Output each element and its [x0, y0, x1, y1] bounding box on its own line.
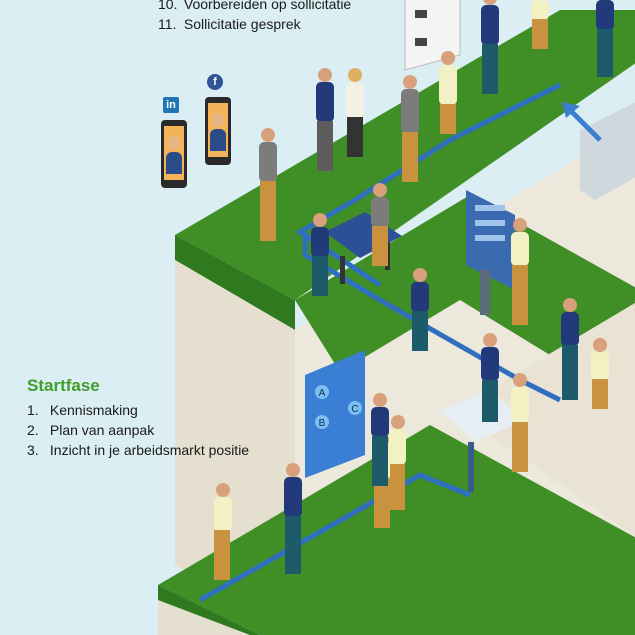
person — [259, 128, 277, 241]
lower-terrace — [158, 302, 635, 635]
phone-linkedin — [161, 120, 187, 188]
list-item-number: 2. — [27, 422, 39, 438]
people — [214, 0, 614, 580]
list-item-number: 10. — [158, 0, 178, 12]
person — [389, 415, 406, 510]
person — [511, 218, 529, 325]
linkedin-icon: in — [163, 97, 179, 113]
start-phase-title: Startfase — [27, 376, 100, 395]
person — [561, 298, 579, 400]
phone-facebook — [205, 97, 231, 165]
board-letter-a: A — [319, 388, 326, 399]
person — [591, 338, 609, 409]
list-item-number: 3. — [27, 442, 39, 458]
list-item-label: Plan van aanpak — [49, 422, 155, 438]
list-item: 2. Plan van aanpak — [27, 420, 249, 440]
info-board — [466, 190, 515, 315]
person — [371, 183, 389, 266]
person — [411, 268, 429, 351]
person — [371, 393, 389, 486]
list-item-label: Kennismaking — [49, 402, 138, 418]
list-item-label: Voorbereiden op sollicitatie — [183, 0, 352, 12]
facebook-icon: f — [207, 74, 223, 90]
list-item: 10. Voorbereiden op sollicitatie — [158, 0, 351, 14]
person — [401, 75, 419, 182]
start-phase-block: Startfase 1. Kennismaking 2. Plan van aa… — [27, 376, 249, 460]
person — [596, 0, 614, 77]
person — [284, 463, 302, 574]
start-phase-list: 1. Kennismaking 2. Plan van aanpak 3. In… — [27, 400, 249, 460]
list-item-number: 1. — [27, 402, 39, 418]
list-item: 1. Kennismaking — [27, 400, 249, 420]
person — [346, 68, 364, 157]
person — [481, 0, 499, 94]
list-item: 3. Inzicht in je arbeidsmarkt positie — [27, 440, 249, 460]
person — [439, 51, 457, 134]
person — [311, 213, 329, 296]
person — [214, 483, 232, 580]
person — [531, 0, 549, 49]
list-item-label: Inzicht in je arbeidsmarkt positie — [49, 442, 250, 458]
person — [511, 373, 529, 472]
board-letter-b: B — [319, 418, 326, 429]
list-item-label: Sollicitatie gesprek — [183, 16, 301, 32]
list-item-number: 11. — [158, 16, 177, 32]
person — [481, 333, 499, 422]
top-phase-list: 10. Voorbereiden op sollicitatie 11. Sol… — [158, 0, 351, 34]
quiz-board: A B C — [305, 350, 365, 478]
list-item: 11. Sollicitatie gesprek — [158, 14, 351, 34]
stairs-arrow — [562, 102, 635, 200]
board-letter-c: C — [351, 404, 358, 415]
person — [316, 68, 334, 171]
